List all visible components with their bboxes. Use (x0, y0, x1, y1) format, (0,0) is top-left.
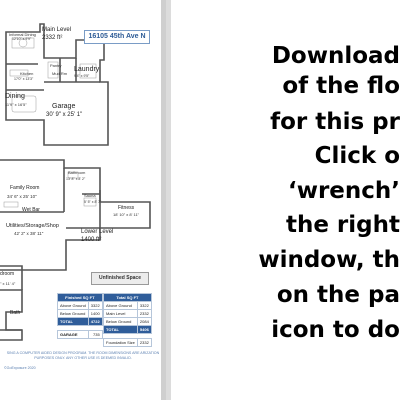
room-fitness-label: Fitness (118, 205, 135, 211)
sheet-edge-divider (161, 0, 166, 400)
room-informal-dining-label: Informal Dining (9, 32, 36, 37)
finished-table-header: Finished SQ FT (57, 293, 103, 302)
lower-level-sqft: 1400 ft² (81, 237, 102, 243)
disclaimer-text: SING A COMPUTER AIDED DESIGN PROGRAM. TH… (6, 351, 160, 360)
instruction-line: Click o (314, 143, 400, 169)
foundation-label: Foundation Size (103, 338, 138, 347)
instruction-line: Download (271, 43, 400, 69)
room-garage-dim: 30' 9" x 25' 1" (46, 112, 83, 118)
total-table-header: Total SQ FT (103, 293, 152, 302)
finished-total-label: TOTAL (57, 317, 89, 326)
floor-plan-drawing (0, 23, 151, 341)
room-bathroom-label: Bathroom (68, 170, 86, 175)
room-pantry-label: Pantry (50, 63, 62, 68)
lower-level-label: Lower Level (81, 229, 114, 235)
finished-row-value: 1400 (87, 309, 103, 318)
instruction-line: icon to do (271, 317, 400, 343)
room-kitchen-dim: 17'0" x 13'3" (14, 77, 34, 81)
finished-row-value: 3322 (87, 301, 103, 310)
total-total-value: 5406 (136, 325, 152, 334)
room-bedroom-label: droom (0, 271, 15, 277)
total-row-label: Below Ground (103, 317, 138, 326)
address-box: 16105 45th Ave N (84, 30, 150, 44)
finished-row-label: Below Ground (57, 309, 89, 318)
room-kitchen-label: Kitchen (20, 71, 34, 76)
main-level-label: Main Level (42, 27, 72, 33)
total-row-label: Main Level (103, 309, 138, 318)
room-wetbar-label: Wet Bar (22, 207, 40, 213)
room-garage-label: Garage (52, 103, 76, 110)
room-mudroom-label: Mud Rm (52, 71, 68, 76)
room-laundry-label: Laundry (74, 66, 100, 73)
total-total-label: TOTAL (103, 325, 138, 334)
instruction-line: for this pr (270, 109, 400, 135)
room-utilities-dim: 42' 2" x 38' 11" (14, 231, 44, 236)
room-fitness-dim: 18' 10" x 8' 11" (113, 212, 140, 217)
room-dining-dim: 11'9" x 16'5" (5, 102, 27, 107)
instruction-line: on the pa (276, 282, 400, 308)
copyright-text: ©GoExposure 2020 (4, 366, 36, 370)
instruction-line: the right (285, 212, 400, 238)
main-level-sqft: 2332 ft² (42, 35, 63, 41)
room-laundry-dim: 9'4" x 9'5" (74, 74, 90, 78)
room-bath-label: Bath (10, 310, 21, 316)
floor-plan-sheet: Informal Dining 12'10" x 9'9" Main Level… (0, 0, 171, 400)
room-bathroom-dim: 13' 8" x 8' 2" (66, 177, 86, 181)
instruction-line: window, th (258, 247, 400, 273)
finished-total-value: 4722 (87, 317, 103, 326)
instruction-line: of the flo (282, 73, 400, 99)
room-bedroom-dim: " x 11' 4" (0, 281, 16, 286)
room-sauna-dim: 5' 5" x 8' 7" (84, 200, 102, 204)
instruction-line: ‘wrench’ (287, 178, 400, 204)
total-row-value: 2084 (136, 317, 152, 326)
room-family-dim: 34' 6" x 25' 10" (7, 194, 37, 199)
unfinished-space-legend: Unfinished Space (91, 272, 149, 285)
garage-label: GARAGE (57, 330, 89, 339)
room-sauna-label: Sauna (84, 193, 96, 198)
room-family-label: Family Room (10, 185, 40, 191)
total-row-label: Above Ground (103, 301, 138, 310)
foundation-value: 2332 (136, 338, 152, 347)
room-utilities-label: Utilities/Storage/Shop (6, 223, 59, 229)
total-row-value: 2332 (136, 309, 152, 318)
finished-row-label: Above Ground (57, 301, 89, 310)
garage-value: 735 (87, 330, 103, 339)
total-row-value: 3322 (136, 301, 152, 310)
room-dining-label: Dining (5, 93, 25, 100)
room-informal-dining-dim: 12'10" x 9'9" (12, 37, 32, 41)
